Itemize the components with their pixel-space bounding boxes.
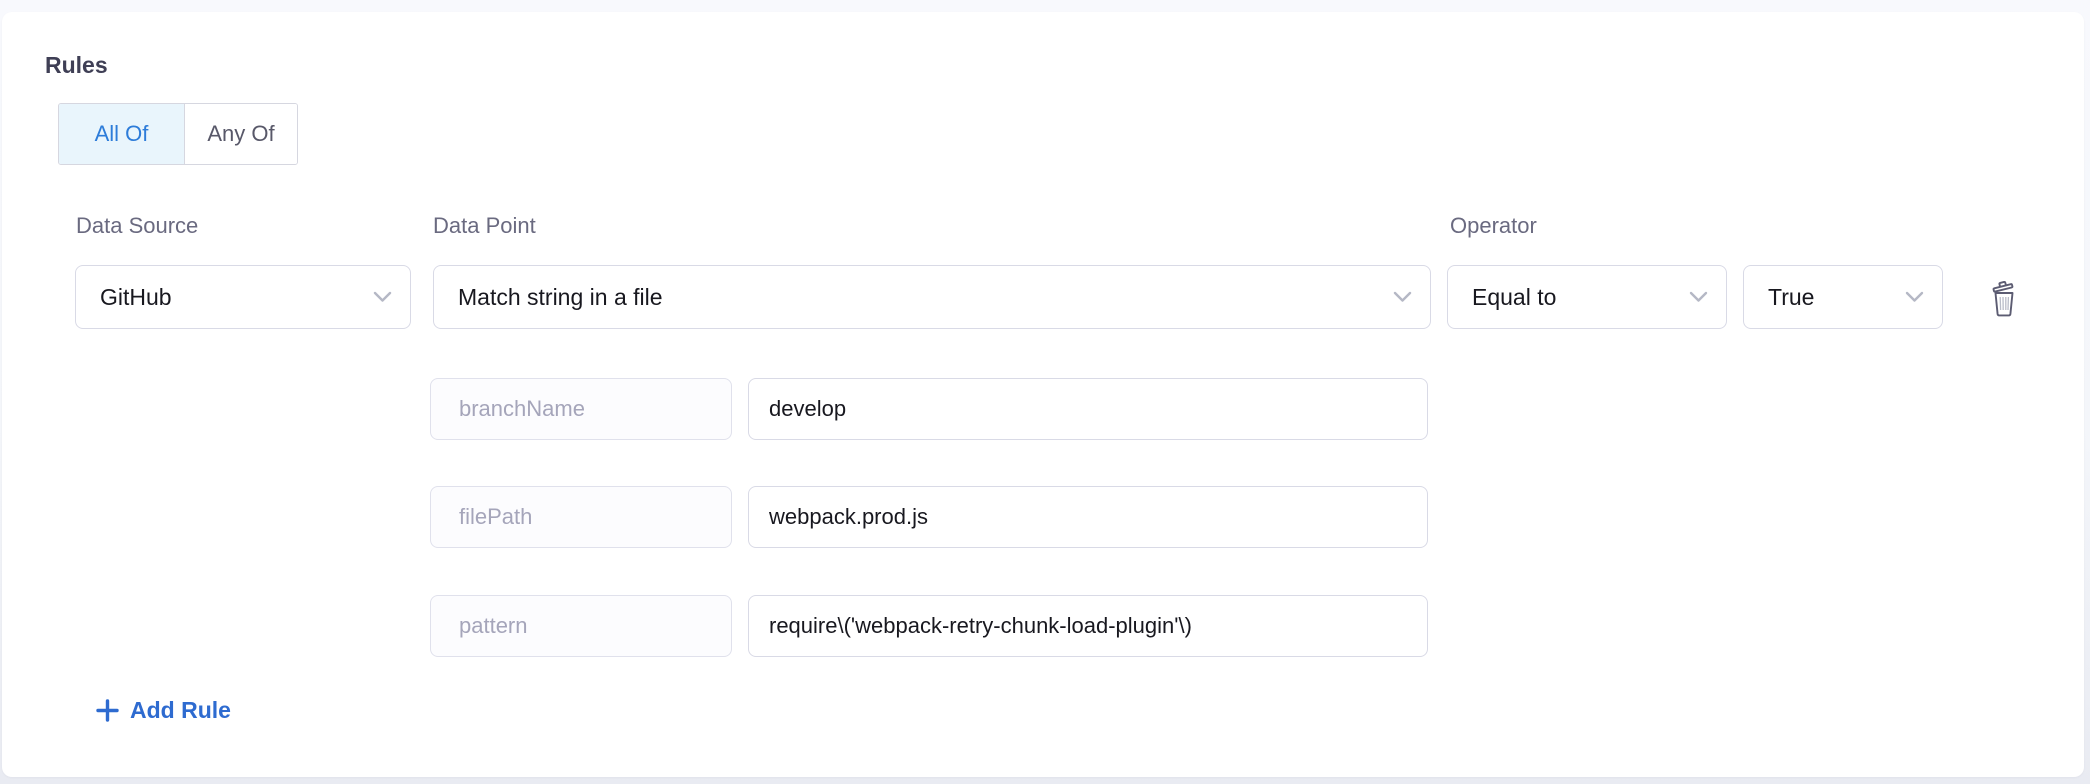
data-source-label: Data Source	[76, 213, 199, 238]
chevron-down-icon	[1905, 291, 1924, 302]
toggle-all-of[interactable]: All Of	[59, 104, 185, 164]
param-value-pattern-input[interactable]	[748, 595, 1428, 657]
operator-select[interactable]: Equal to	[1447, 265, 1727, 329]
param-name-filepath: filePath	[430, 486, 732, 548]
param-name-pattern: pattern	[430, 595, 732, 657]
match-mode-toggle: All Of Any Of	[58, 103, 298, 165]
rules-card: Rules All Of Any Of Data Source Data Poi…	[2, 12, 2084, 777]
chevron-down-icon	[373, 291, 392, 302]
param-value-branchname-input[interactable]	[748, 378, 1428, 440]
data-point-label: Data Point	[433, 213, 536, 238]
delete-rule-button[interactable]	[1980, 272, 2028, 324]
rules-section-title: Rules	[45, 52, 108, 78]
param-value-filepath-input[interactable]	[748, 486, 1428, 548]
data-source-select[interactable]: GitHub	[75, 265, 411, 329]
trash-icon	[1992, 280, 2014, 317]
data-source-value: GitHub	[100, 283, 172, 310]
data-point-value: Match string in a file	[458, 283, 663, 310]
operator-label: Operator	[1450, 213, 1537, 238]
add-rule-label: Add Rule	[130, 697, 231, 723]
plus-icon	[96, 699, 119, 722]
operator-value-selected: True	[1768, 283, 1815, 310]
chevron-down-icon	[1393, 291, 1412, 302]
param-name-branchname: branchName	[430, 378, 732, 440]
operator-value: Equal to	[1472, 283, 1557, 310]
add-rule-button[interactable]: Add Rule	[90, 693, 237, 728]
operator-value-select[interactable]: True	[1743, 265, 1943, 329]
data-point-select[interactable]: Match string in a file	[433, 265, 1431, 329]
chevron-down-icon	[1689, 291, 1708, 302]
toggle-any-of[interactable]: Any Of	[185, 104, 297, 164]
